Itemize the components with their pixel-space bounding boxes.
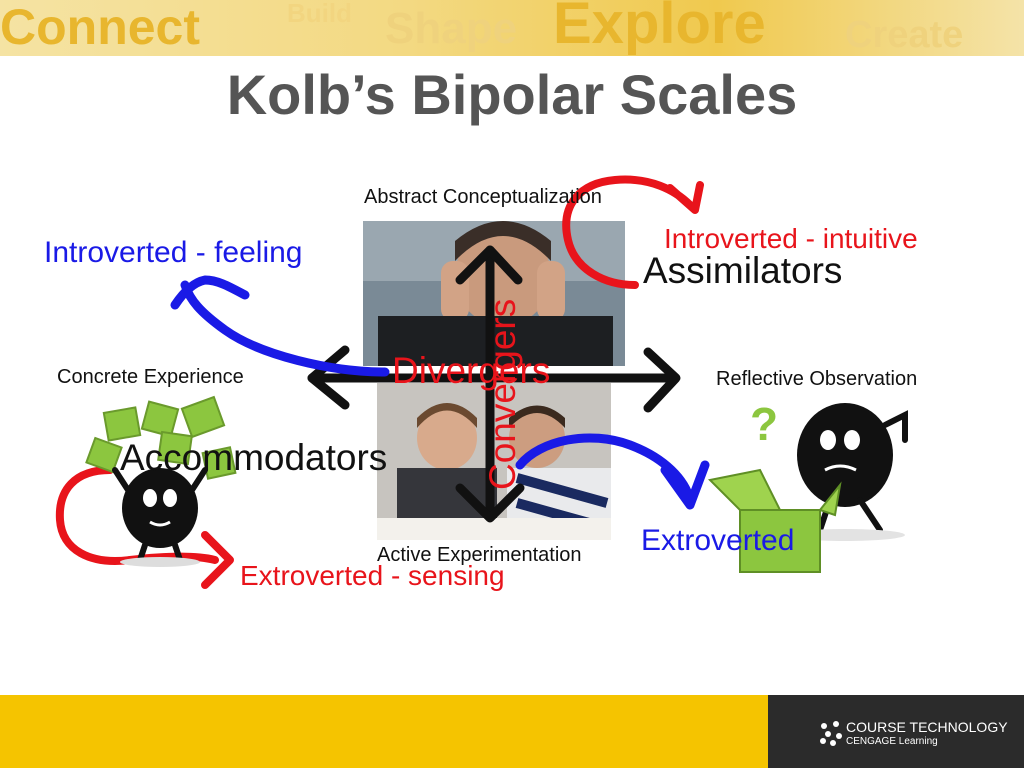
observer-character-icon: ?: [707, 398, 908, 573]
axis-label-active-experimentation: Active Experimentation: [377, 544, 582, 566]
banner-word-create: Create: [845, 14, 964, 56]
annotation-extroverted-sensing: Extroverted - sensing: [240, 560, 505, 591]
photo-students: [377, 383, 611, 540]
banner-word-connect: Connect: [0, 0, 200, 55]
vertical-axis-arrow: [455, 245, 525, 523]
banner-word-build: Build: [287, 0, 352, 28]
style-label-divergers: Divergers: [392, 350, 551, 391]
footer-sub-brand: CENGAGE Learning: [846, 736, 938, 747]
juggler-character-icon: [85, 395, 237, 567]
axis-label-reflective-observation: Reflective Observation: [716, 368, 918, 390]
axis-label-abstract-conceptualization: Abstract Conceptualization: [364, 186, 602, 208]
course-technology-logo-icon: [820, 721, 842, 746]
arrow-to-introverted-intuitive: [562, 175, 704, 289]
annotation-extroverted: Extroverted: [641, 524, 795, 557]
arrow-to-introverted-feeling: [170, 275, 390, 377]
page-title: Kolb’s Bipolar Scales: [226, 63, 798, 126]
style-label-assimilators: Assimilators: [643, 250, 843, 291]
header-banner: Connect Build Shape Explore Create: [0, 0, 1024, 56]
banner-word-shape: Shape: [385, 4, 518, 53]
footer-brand: COURSE TECHNOLOGY: [846, 719, 1008, 735]
svg-text:?: ?: [750, 398, 778, 450]
style-label-convergers: Convergers: [482, 298, 523, 490]
style-label-accommodators: Accommodators: [120, 437, 388, 478]
axis-label-concrete-experience: Concrete Experience: [57, 366, 244, 388]
annotation-introverted-feeling: Introverted - feeling: [44, 236, 303, 269]
students-illustration: [377, 383, 611, 540]
banner-word-explore: Explore: [553, 0, 766, 56]
arrow-to-extroverted: [515, 433, 710, 510]
annotation-introverted-intuitive: Introverted - intuitive: [664, 223, 918, 254]
footer-logo-panel: COURSE TECHNOLOGY CENGAGE Learning: [768, 695, 1024, 768]
